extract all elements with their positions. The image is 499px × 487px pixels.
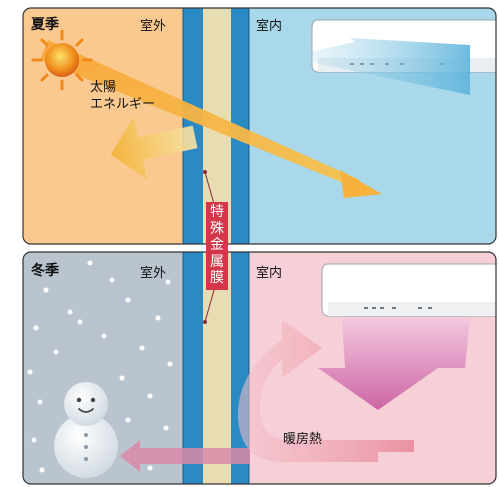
heat-loss-arrow — [120, 440, 250, 472]
film-label-char: 特 — [210, 204, 224, 220]
transmitted-beam-arrow — [340, 170, 382, 198]
winter-film-layer — [203, 252, 231, 484]
snowflakes — [27, 260, 173, 473]
sun-energy-label-line1: 太陽 — [90, 80, 117, 95]
sun-energy-label-line2: エネルギー — [90, 97, 156, 112]
summer-outside-label: 室外 — [140, 19, 167, 34]
film-label-char: 属 — [210, 253, 224, 270]
winter-air-conditioner — [318, 263, 496, 410]
film-label-char: 金 — [210, 237, 224, 253]
heating-heat-label: 暖房熱 — [283, 432, 323, 447]
film-label-box — [206, 202, 228, 290]
winter-outside-label: 室外 — [140, 266, 167, 281]
summer-panel-border — [22, 7, 497, 245]
warm-air-flow-arrow — [318, 318, 470, 410]
winter-season-label: 冬季 — [31, 263, 59, 279]
summer-air-conditioner — [300, 19, 496, 95]
snowman-icon — [54, 382, 118, 478]
summer-inside-label: 室内 — [256, 19, 283, 34]
winter-inside-label: 室内 — [256, 266, 283, 281]
cool-air-flow-arrow — [300, 38, 470, 95]
summer-panel — [23, 8, 496, 244]
winter-panel-border — [22, 251, 497, 485]
summer-outer-glass — [183, 8, 203, 244]
sun-energy-beam — [40, 40, 360, 188]
winter-panel — [23, 252, 496, 484]
heating-heat-return-arrow — [237, 320, 414, 462]
reflected-beam-arrow — [110, 116, 198, 180]
sun-icon — [31, 29, 93, 91]
summer-season-label: 夏季 — [31, 17, 59, 33]
film-label-text: 特 殊 金 属 膜 — [206, 204, 228, 287]
summer-inner-glass — [231, 8, 249, 244]
winter-outer-glass — [183, 252, 203, 484]
film-label-char: 殊 — [210, 220, 224, 237]
film-label-char: 膜 — [210, 270, 224, 286]
